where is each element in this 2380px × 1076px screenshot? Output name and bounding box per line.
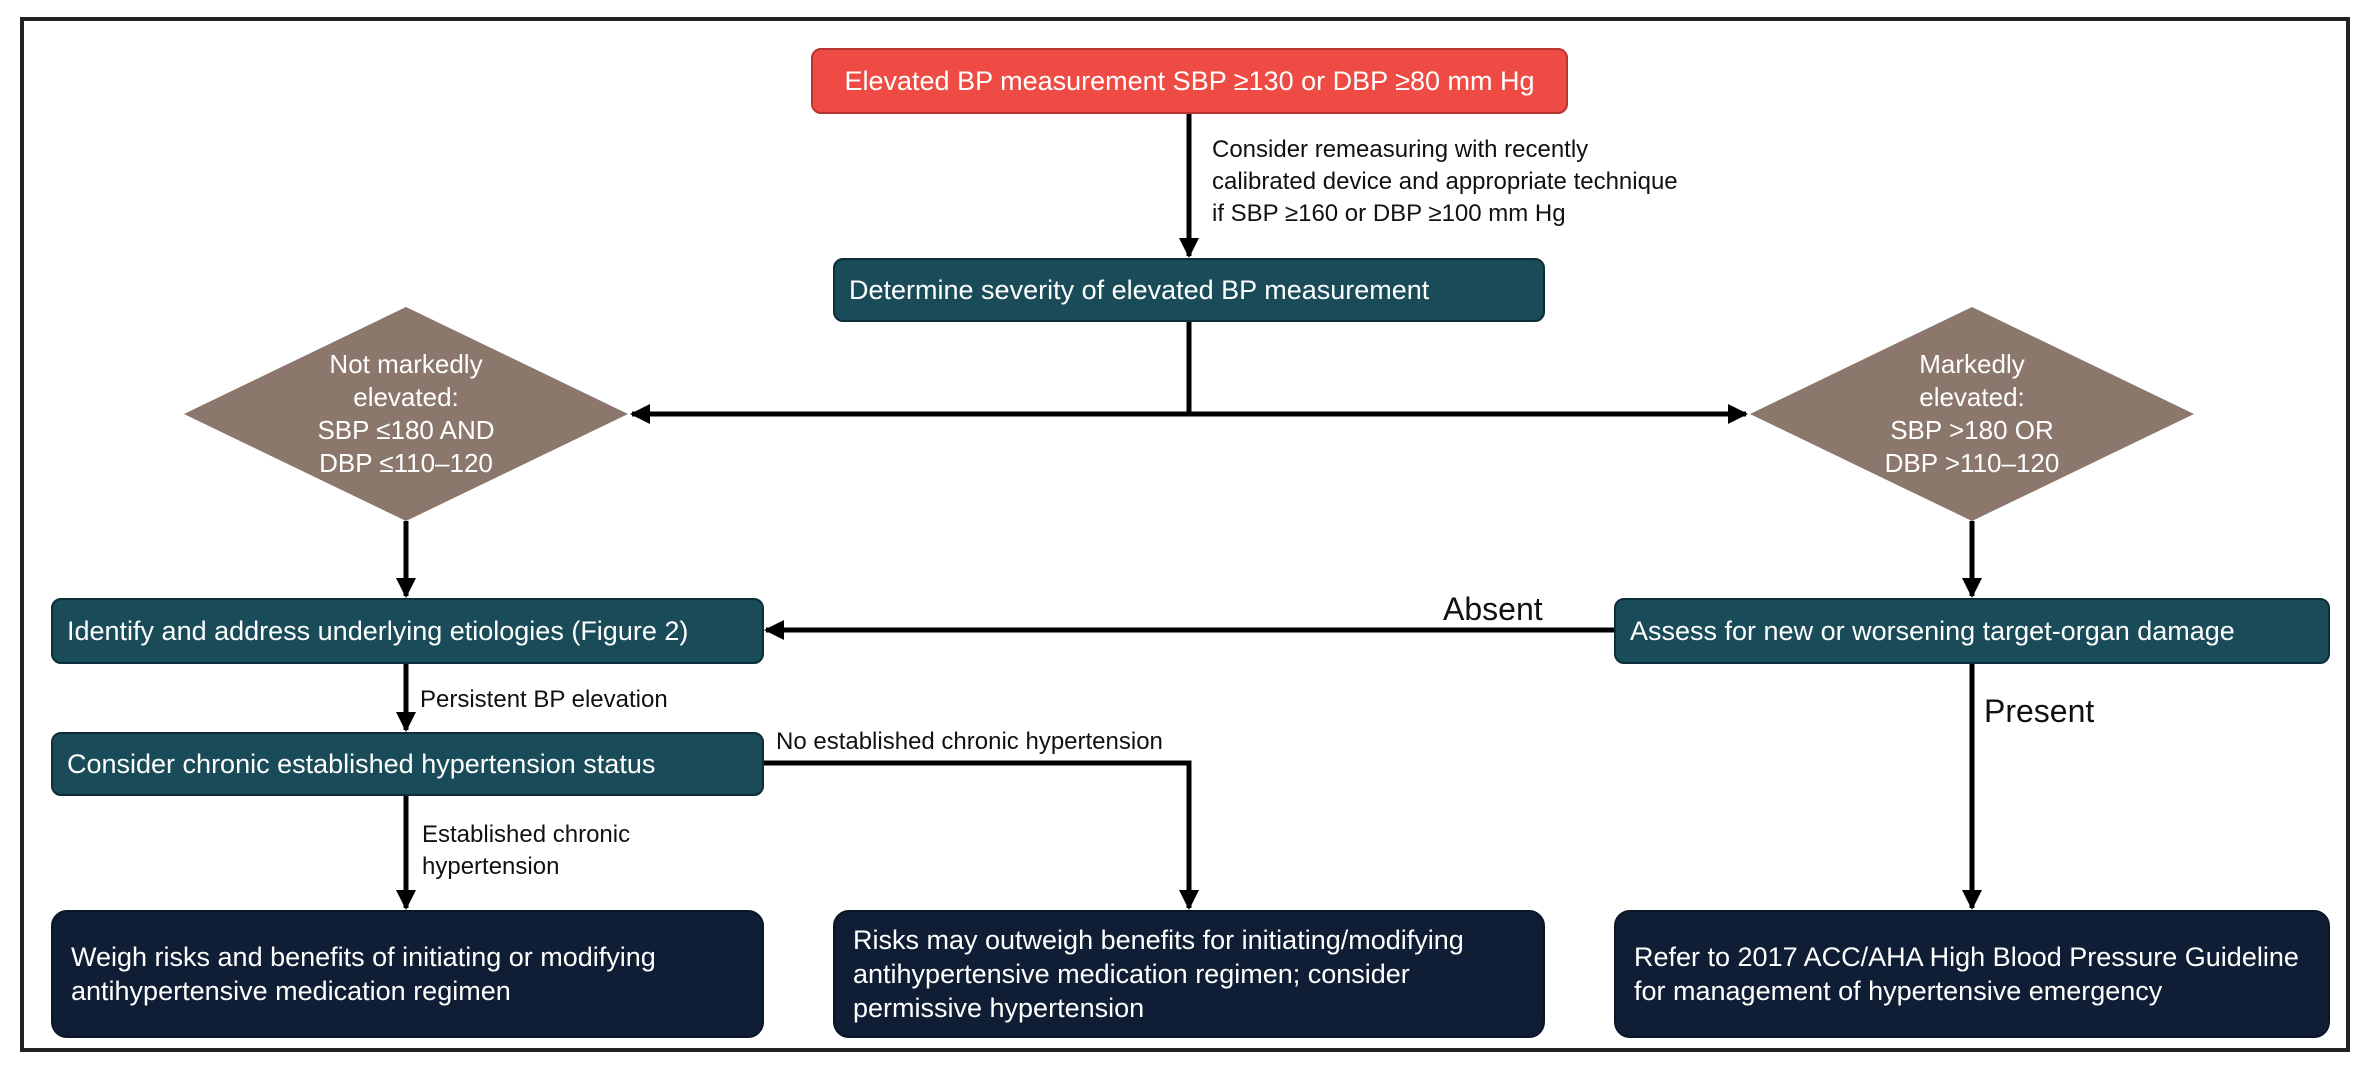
assess-box: Assess for new or worsening target-organ… bbox=[1614, 598, 2330, 664]
figure-frame bbox=[20, 17, 2350, 1052]
marked-label: Markedly elevated: SBP >180 OR DBP >110–… bbox=[1884, 349, 2060, 478]
outcome-refer-label: Refer to 2017 ACC/AHA High Blood Pressur… bbox=[1634, 942, 2299, 1006]
outcome-risks-box: Risks may outweigh benefits for initiati… bbox=[833, 910, 1545, 1038]
outcome-risks-label: Risks may outweigh benefits for initiati… bbox=[853, 925, 1464, 1023]
outcome-weigh-box: Weigh risks and benefits of initiating o… bbox=[51, 910, 764, 1038]
severity-box: Determine severity of elevated BP measur… bbox=[833, 258, 1545, 322]
severity-label: Determine severity of elevated BP measur… bbox=[849, 275, 1430, 305]
start-box: Elevated BP measurement SBP ≥130 or DBP … bbox=[811, 48, 1568, 114]
no-chronic-label: No established chronic hypertension bbox=[776, 728, 1163, 755]
chronic-box: Consider chronic established hypertensio… bbox=[51, 732, 764, 796]
remeasure-note: Consider remeasuring with recently calib… bbox=[1212, 136, 1678, 227]
etiologies-box: Identify and address underlying etiologi… bbox=[51, 598, 764, 664]
not-marked-label: Not markedly elevated: SBP ≤180 AND DBP … bbox=[317, 349, 495, 478]
outcome-weigh-label: Weigh risks and benefits of initiating o… bbox=[71, 942, 656, 1006]
persistent-label: Persistent BP elevation bbox=[420, 686, 668, 713]
established-label: Established chronic hypertension bbox=[422, 821, 631, 880]
present-label: Present bbox=[1984, 693, 2095, 729]
assess-label: Assess for new or worsening target-organ… bbox=[1630, 616, 2235, 646]
decision-diamond-not-marked bbox=[184, 307, 628, 521]
etiologies-label: Identify and address underlying etiologi… bbox=[67, 616, 689, 646]
chronic-label: Consider chronic established hypertensio… bbox=[67, 749, 656, 779]
outcome-refer-box: Refer to 2017 ACC/AHA High Blood Pressur… bbox=[1614, 910, 2330, 1038]
absent-label: Absent bbox=[1443, 591, 1543, 627]
arrow-no-established bbox=[763, 760, 1199, 910]
start-label: Elevated BP measurement SBP ≥130 or DBP … bbox=[844, 66, 1535, 96]
decision-diamond-marked bbox=[1750, 307, 2194, 521]
